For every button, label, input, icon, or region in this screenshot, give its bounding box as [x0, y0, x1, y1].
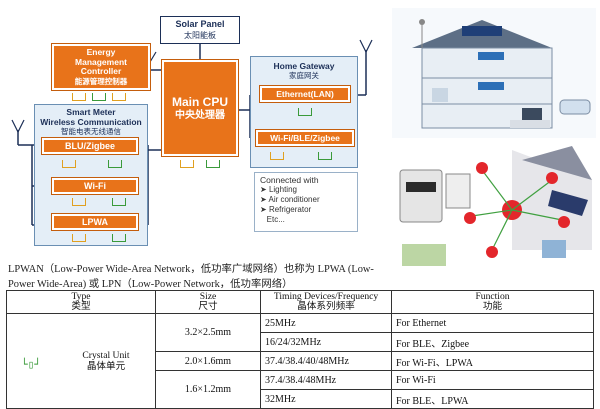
- function-cell: For BLE、Zigbee: [391, 332, 594, 352]
- crystal-unit-icon: └▯┘: [21, 358, 41, 371]
- gateway-module-ethernet: Ethernet(LAN): [259, 85, 351, 103]
- solar-panel-label-en: Solar Panel: [175, 19, 225, 29]
- type-cell-en: Crystal Unit: [82, 350, 130, 361]
- energy-controller-label-en: Energy Management Controller: [75, 47, 127, 76]
- energy-controller-label-zh: 能源管理控制器: [74, 76, 128, 86]
- connected-item: ➤ Lighting: [260, 185, 297, 194]
- crystal-icon: [72, 234, 86, 242]
- freq-cell: 37.4/38.4/48MHz: [260, 370, 392, 390]
- table-row: └▯┘ Crystal Unit 晶体单元 3.2×2.5mm 25MHz Fo…: [6, 313, 594, 409]
- connected-item: ➤ Refrigerator: [260, 205, 312, 214]
- crystal-icon: [62, 160, 76, 168]
- home-gateway-panel: Home Gateway 家庭网关: [250, 56, 358, 168]
- main-cpu-box: Main CPU 中央处理器: [161, 59, 239, 157]
- hems-illustration: [392, 140, 596, 272]
- crystal-icon: [112, 234, 126, 242]
- connected-title: Connected with: [260, 175, 319, 185]
- freq-cell: 16/24/32MHz: [260, 332, 392, 352]
- solar-panel-box: Solar Panel 太阳能板: [160, 16, 240, 44]
- solar-panel-label-zh: 太阳能板: [184, 31, 216, 40]
- main-cpu-label-zh: 中央处理器: [175, 109, 225, 121]
- freq-cell: 37.4/38.4/40/48MHz: [260, 351, 392, 371]
- crystal-icon: [108, 160, 122, 168]
- crystal-icon: [72, 93, 86, 101]
- function-cell: For Ethernet: [391, 313, 594, 333]
- house-cutaway-image: [392, 8, 596, 138]
- meter-module-wifi: Wi-Fi: [51, 177, 139, 195]
- home-gateway-title-en: Home Gateway: [273, 61, 335, 71]
- energy-controller-box: Energy Management Controller 能源管理控制器: [51, 43, 151, 91]
- size-cell: 3.2×2.5mm: [155, 313, 261, 352]
- main-cpu-label-en: Main CPU: [171, 94, 228, 109]
- connected-item: Etc...: [266, 215, 285, 224]
- crystal-icon: [180, 160, 194, 168]
- size-cell: 1.6×1.2mm: [155, 370, 261, 409]
- crystal-icon: [112, 198, 126, 206]
- system-diagram: Solar Panel 太阳能板 Energy Management Contr…: [0, 0, 380, 255]
- meter-module-blu-zigbee: BLU/Zigbee: [41, 137, 139, 155]
- crystal-icon: [318, 152, 332, 160]
- function-cell: For BLE、LPWA: [391, 389, 594, 409]
- crystal-icon: [112, 93, 126, 101]
- type-cell: └▯┘ Crystal Unit 晶体单元: [6, 313, 156, 409]
- connected-devices-box: Connected with ➤ Lighting ➤ Air conditio…: [254, 172, 358, 232]
- gateway-module-wifi-ble-zigbee: Wi-Fi/BLE/Zigbee: [255, 129, 355, 147]
- meter-module-lpwa: LPWA: [51, 213, 139, 231]
- crystal-icon: [298, 108, 312, 116]
- crystal-icon: [206, 160, 220, 168]
- type-cell-zh: 晶体单元: [86, 361, 126, 372]
- crystal-icon: [92, 93, 106, 101]
- freq-cell: 25MHz: [260, 313, 392, 333]
- function-cell: For Wi-Fi: [391, 370, 594, 390]
- home-gateway-title-zh: 家庭网关: [289, 71, 319, 80]
- smart-meter-title-zh: 智能电表无线通信: [61, 127, 121, 136]
- freq-cell: 32MHz: [260, 389, 392, 409]
- hems-network-image: [392, 140, 596, 272]
- size-cell: 2.0×1.6mm: [155, 351, 261, 371]
- house-illustration: [392, 8, 596, 138]
- function-cell: For Wi-Fi、LPWA: [391, 351, 594, 371]
- crystal-icon: [270, 152, 284, 160]
- smart-meter-title-en: Smart Meter Wireless Communication: [40, 107, 142, 127]
- lpwan-description: LPWAN（Low-Power Wide-Area Network，低功率广域网…: [8, 264, 374, 290]
- crystal-icon: [72, 198, 86, 206]
- connected-item: ➤ Air conditioner: [260, 195, 320, 204]
